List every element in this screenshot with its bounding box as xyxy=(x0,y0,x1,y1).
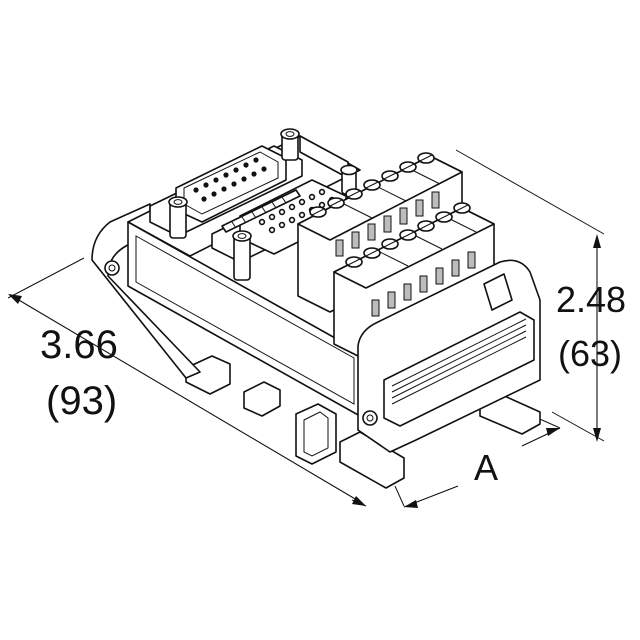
wire-openings-front xyxy=(371,251,476,317)
length-inches-label: 3.66 xyxy=(40,323,118,367)
ribbon-cable xyxy=(221,189,301,233)
length-mm-label: (93) xyxy=(46,379,117,423)
terminal-screws-front xyxy=(345,202,471,268)
left-end-bracket xyxy=(91,203,201,379)
dsub-pins xyxy=(193,157,267,202)
dsub-socket xyxy=(211,164,358,281)
terminal-block-front xyxy=(333,202,495,361)
wire-openings-back xyxy=(335,191,440,257)
height-inches-label: 2.48 xyxy=(556,279,626,320)
jack-screw-front xyxy=(168,196,188,239)
terminal-screws-back xyxy=(309,152,435,218)
dsub-connector xyxy=(149,128,303,239)
grille xyxy=(391,318,527,405)
depth-label: A xyxy=(474,447,498,488)
jack-screw-back xyxy=(280,128,300,161)
height-dimension xyxy=(455,149,605,442)
height-mm-label: (63) xyxy=(558,333,622,374)
right-end-bracket xyxy=(357,259,541,453)
standoff-post xyxy=(232,230,252,281)
din-rail-feet xyxy=(185,355,541,489)
dimension-labels: 3.66 (93) 2.48 (63) A xyxy=(40,279,626,488)
length-dimension xyxy=(7,257,367,507)
